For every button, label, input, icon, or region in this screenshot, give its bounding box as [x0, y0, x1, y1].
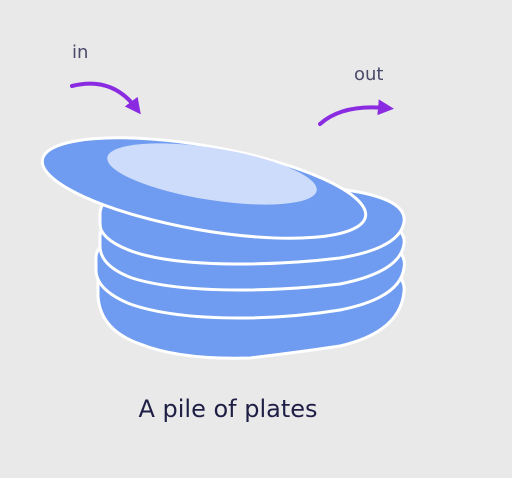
in-label: in: [72, 44, 88, 62]
out-arrow: [320, 107, 386, 124]
diagram-caption: A pile of plates: [0, 397, 456, 421]
in-arrow: [72, 84, 136, 108]
out-label: out: [354, 66, 383, 84]
